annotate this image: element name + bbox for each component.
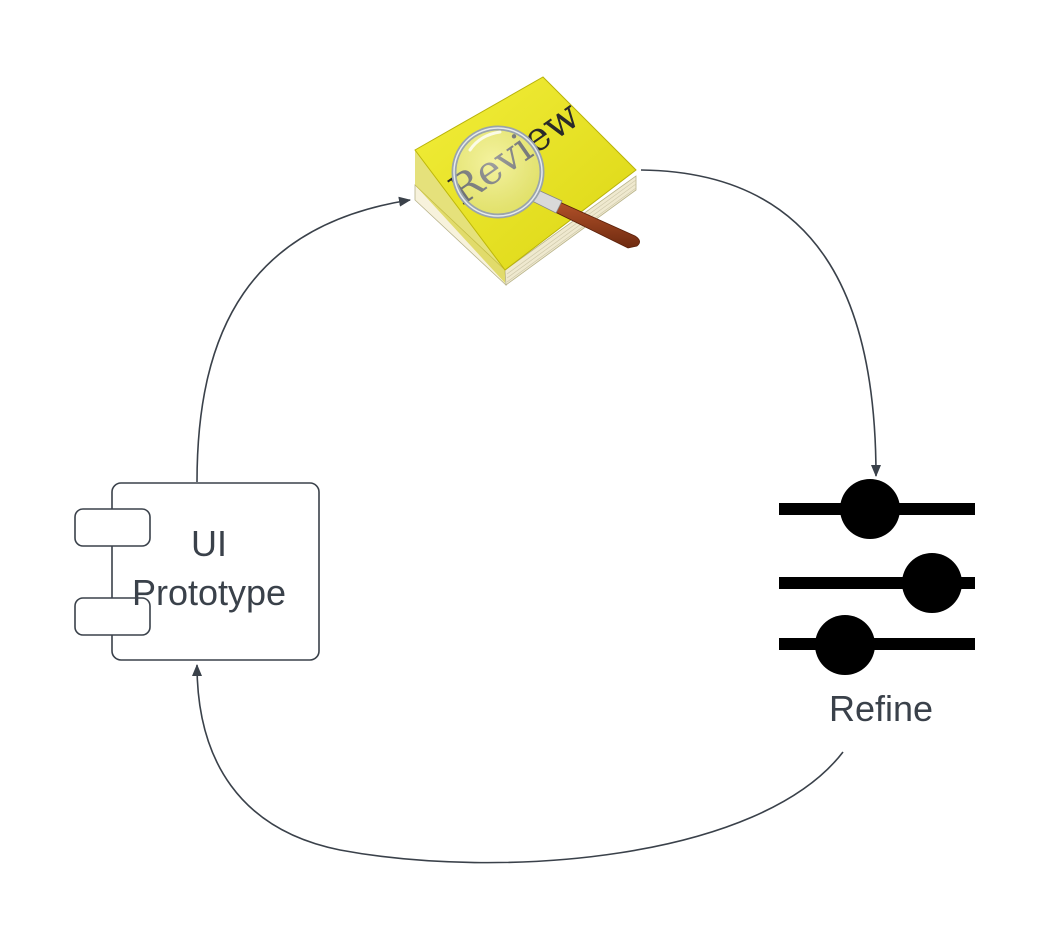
prototype-node: UI Prototype	[74, 482, 320, 661]
refine-node: Refine	[779, 479, 975, 729]
review-node: Review	[414, 76, 640, 286]
component-icon	[74, 482, 320, 661]
prototype-label-line2: Prototype	[132, 572, 286, 613]
edge-prototype-to-review	[196, 196, 411, 483]
prototype-label-line1: UI	[191, 523, 227, 564]
edge-refine-to-prototype	[192, 664, 844, 864]
sliders-icon	[779, 479, 975, 675]
edge-review-to-refine	[640, 169, 881, 477]
refine-label: Refine	[829, 688, 933, 729]
review-book-magnifier-icon: Review	[414, 76, 640, 286]
